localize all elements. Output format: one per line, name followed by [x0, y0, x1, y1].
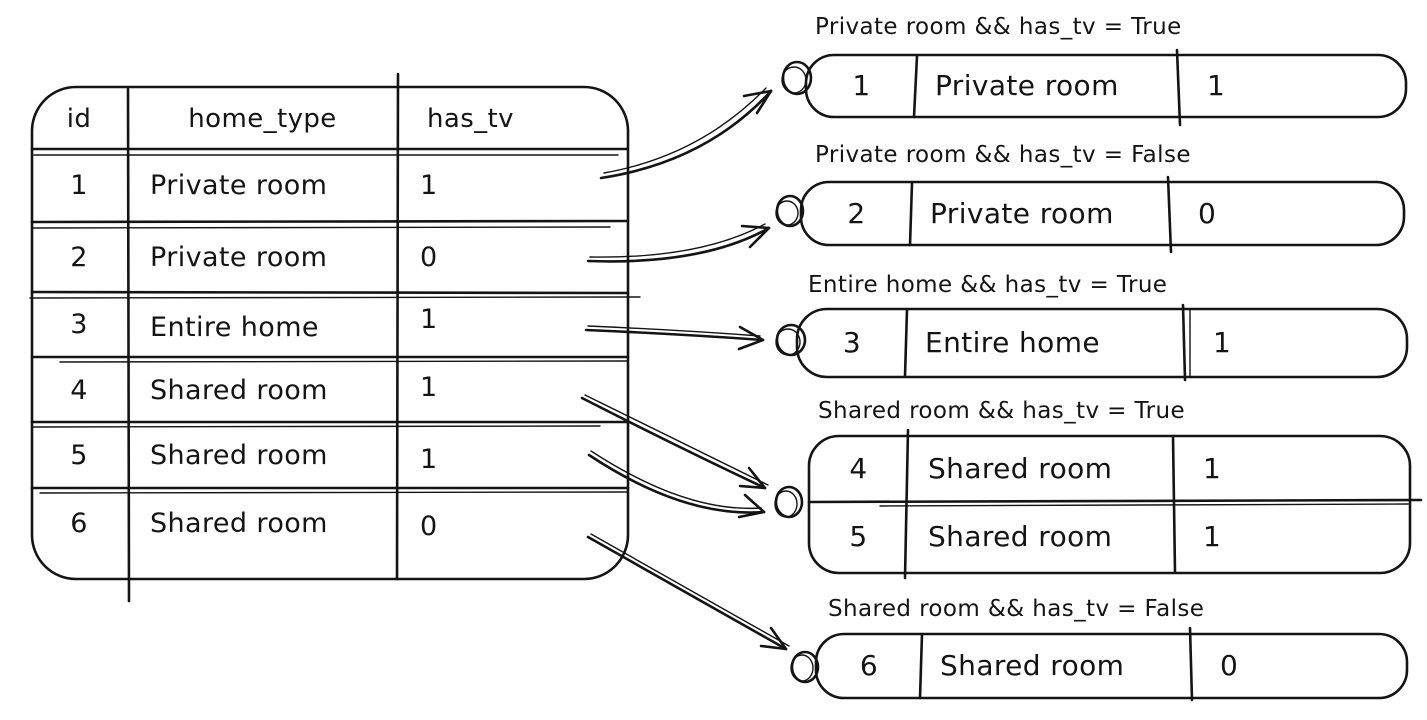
group-box-3-outline [795, 303, 1409, 382]
group-box-4-outline [807, 428, 1423, 580]
source-row-2-has-tv: 0 [420, 242, 438, 273]
group-3-label: Entire home && has_tv = True [808, 272, 1168, 298]
source-row-4-home-type: Shared room [150, 375, 328, 406]
group-2-row-1-id: 2 [847, 197, 866, 230]
group-1-label: Private room && has_tv = True [815, 14, 1182, 40]
group-5-row-1-home-type: Shared room [940, 649, 1125, 682]
source-row-1-id: 1 [70, 170, 88, 201]
group-1-row-1-id: 1 [852, 69, 871, 102]
group-3-row-1-has-tv: 1 [1213, 326, 1232, 359]
source-col-header-id: id [66, 104, 92, 134]
source-row-3-has-tv: 1 [420, 304, 438, 335]
arrow-row2-to-group2 [586, 223, 771, 263]
source-row-1-home-type: Private room [150, 170, 328, 201]
group-4-label: Shared room && has_tv = True [818, 398, 1186, 424]
source-row-3-home-type: Entire home [150, 312, 319, 343]
group-1-row-1-home-type: Private room [935, 69, 1119, 102]
source-row-5-has-tv: 1 [420, 444, 438, 475]
group-4-row-1-home-type: Shared room [928, 452, 1113, 485]
group-anchor-circles [774, 60, 820, 684]
group-box-2-outline [799, 175, 1406, 254]
arrow-row3-to-group3 [584, 325, 765, 351]
source-row-1-has-tv: 1 [420, 170, 438, 201]
group-1-row-1-has-tv: 1 [1207, 69, 1226, 102]
group-4-row-1-has-tv: 1 [1203, 452, 1222, 485]
arrow-row4-to-group4 [580, 394, 769, 490]
arrow-row6-to-group5 [586, 533, 790, 651]
group-4-row-1-id: 4 [849, 452, 868, 485]
group-box-5-outline [814, 626, 1409, 702]
source-row-2-id: 2 [70, 242, 88, 273]
group-4-row-2-id: 5 [849, 520, 868, 553]
group-2-row-1-home-type: Private room [930, 197, 1114, 230]
arrow-row5-to-group4 [587, 450, 766, 519]
group-2-row-1-has-tv: 0 [1198, 197, 1217, 230]
source-row-3-id: 3 [70, 309, 88, 340]
group-4-row-2-has-tv: 1 [1203, 520, 1222, 553]
source-row-6-home-type: Shared room [150, 508, 328, 539]
source-table-grid [29, 72, 641, 603]
source-row-6-id: 6 [70, 508, 88, 539]
group-4-row-2-home-type: Shared room [928, 520, 1113, 553]
source-col-header-home-type: home_type [188, 104, 337, 134]
group-3-row-1-home-type: Entire home [925, 326, 1100, 359]
source-row-5-home-type: Shared room [150, 440, 328, 471]
source-row-5-id: 5 [70, 440, 88, 471]
source-row-4-id: 4 [70, 375, 88, 406]
source-row-2-home-type: Private room [150, 242, 328, 273]
source-col-header-has-tv: has_tv [427, 104, 514, 134]
group-3-row-1-id: 3 [842, 326, 862, 359]
arrow-row1-to-group1 [599, 87, 773, 180]
source-row-6-has-tv: 0 [420, 511, 438, 542]
group-5-label: Shared room && has_tv = False [828, 596, 1205, 622]
group-5-row-1-has-tv: 0 [1220, 649, 1239, 682]
group-2-label: Private room && has_tv = False [815, 142, 1191, 168]
group-box-1-outline [804, 48, 1408, 127]
source-row-4-has-tv: 1 [420, 372, 438, 403]
group-5-row-1-id: 6 [859, 649, 879, 682]
